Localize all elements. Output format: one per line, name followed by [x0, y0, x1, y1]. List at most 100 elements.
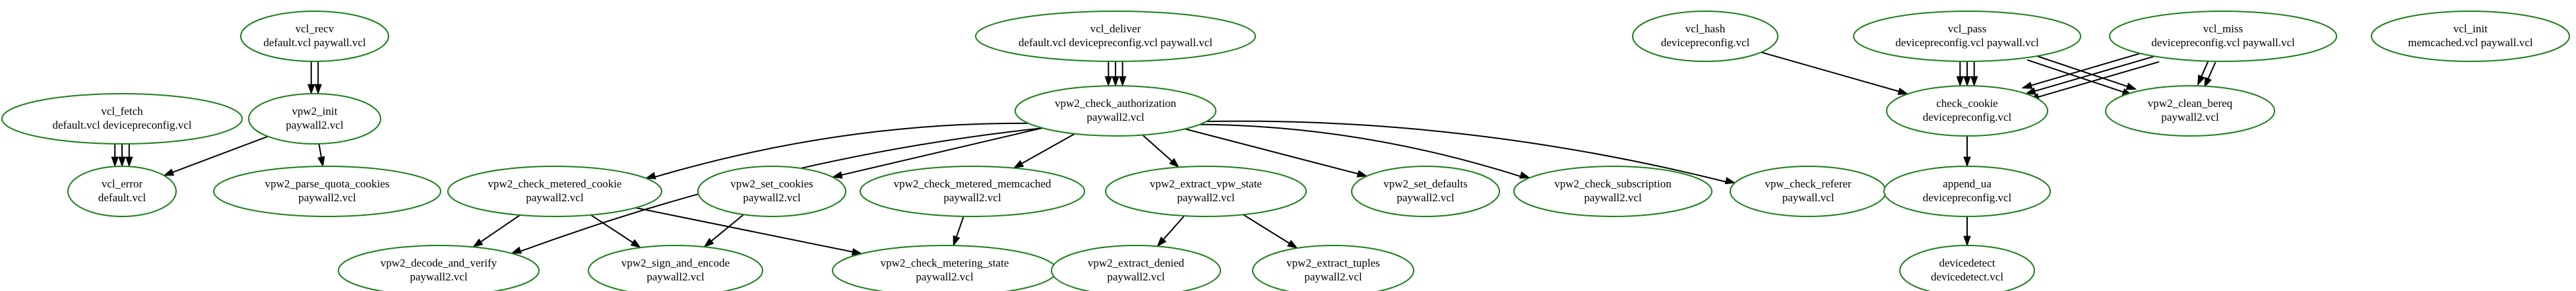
- node-function-name: check_cookie: [1936, 97, 1997, 110]
- node-source-files: paywall2.vcl: [1304, 271, 1362, 283]
- node-ellipse: [213, 166, 441, 217]
- node-ellipse: [1105, 166, 1307, 217]
- node-function-name: vpw2_set_defaults: [1383, 178, 1467, 190]
- node-function-name: vpw2_check_subscription: [1554, 178, 1672, 190]
- edge-vcl_hash-to-check_cookie: [1761, 51, 1899, 92]
- node-source-files: paywall.vcl: [1782, 191, 1835, 204]
- node-ellipse: [1513, 166, 1712, 217]
- node-function-name: vcl_hash: [1685, 22, 1726, 35]
- node-function-name: vcl_pass: [1948, 22, 1987, 35]
- edge-vpw2_init-to-vcl_error: [172, 135, 268, 174]
- node-source-files: default.vcl: [98, 191, 146, 204]
- node-ellipse: [2371, 11, 2570, 62]
- node-source-files: devicepreconfig.vcl paywall.vcl: [1895, 36, 2039, 49]
- arrowhead-vpw2_check_metered_cookie-to-vpw2_decode_and_verify: [472, 238, 484, 248]
- node-ellipse: [588, 245, 763, 291]
- arrowhead-check_cookie-to-append_ua: [1963, 156, 1971, 168]
- node-function-name: vpw2_sign_and_encode: [621, 257, 730, 269]
- arrowhead-vcl_recv-to-vpw2_init: [314, 84, 322, 95]
- node-function-name: vcl_error: [102, 178, 143, 190]
- node-ellipse: [860, 166, 1085, 217]
- arrowhead-vpw2_check_authorization-to-vpw2_check_subscription: [1519, 171, 1531, 179]
- arrowhead-vcl_deliver-to-vpw2_check_authorization: [1104, 76, 1113, 87]
- node-function-name: vcl_deliver: [1090, 22, 1141, 35]
- node-function-name: vpw2_check_metering_state: [881, 257, 1009, 269]
- edge-vpw2_init-to-vpw2_parse_quota_cookies: [318, 143, 323, 158]
- edge-layer: [111, 49, 2216, 256]
- node-ellipse: [1252, 245, 1414, 291]
- edge-vpw2_check_authorization-to-vpw2_check_subscription: [1199, 123, 1521, 178]
- arrowhead-vpw2_check_authorization-to-vpw2_check_metered_memcached: [1013, 160, 1024, 169]
- edge-vcl_miss-to-check_cookie: [2038, 61, 2160, 98]
- node-source-files: paywall2.vcl: [646, 271, 705, 283]
- node-function-name: vpw2_clean_bereq: [2148, 97, 2233, 110]
- node-ellipse: [447, 166, 662, 217]
- arrowhead-vcl_pass-to-vpw2_clean_bereq: [2125, 82, 2137, 90]
- node-source-files: devicepreconfig.vcl: [1923, 111, 2012, 123]
- edge-vpw2_check_metered_memcached-to-vpw2_check_metering_state: [955, 216, 964, 238]
- arrowhead-vpw2_check_metered_cookie-to-vpw2_sign_and_encode: [630, 239, 642, 249]
- node-source-files: paywall2.vcl: [2161, 111, 2219, 123]
- edge-vpw2_check_metered_cookie-to-vpw2_decode_and_verify: [480, 214, 520, 243]
- arrowhead-vcl_pass-to-check_cookie: [1963, 76, 1971, 87]
- arrowhead-vpw2_check_authorization-to-vpw2_extract_vpw_state: [1169, 158, 1180, 168]
- arrowhead-vcl_deliver-to-vpw2_check_authorization: [1118, 76, 1127, 87]
- edge-vpw2_check_authorization-to-vpw2_set_defaults: [1185, 128, 1358, 175]
- node-ellipse: [2109, 11, 2337, 62]
- node-ellipse: [67, 166, 177, 217]
- arrowhead-vpw2_check_authorization-to-vpw_check_referer: [1724, 177, 1736, 185]
- arrowhead-vpw2_check_metered_memcached-to-vpw2_check_metering_state: [953, 235, 960, 247]
- node-source-files: paywall2.vcl: [1086, 111, 1145, 123]
- edge-vpw2_check_metered_cookie-to-vpw2_check_metering_state: [635, 207, 853, 253]
- node-ellipse: [338, 245, 540, 291]
- arrowhead-vcl_fetch-to-vcl_error: [118, 156, 126, 168]
- edge-vcl_miss-to-vpw2_clean_bereq: [2207, 62, 2216, 79]
- arrowhead-vpw2_init-to-vpw2_parse_quota_cookies: [317, 156, 325, 168]
- node-source-files: default.vcl devicepreconfig.vcl paywall.…: [1019, 36, 1212, 49]
- arrowhead-vcl_hash-to-check_cookie: [1897, 87, 1909, 95]
- node-function-name: vpw2_check_metered_cookie: [488, 178, 622, 190]
- node-source-files: paywall2.vcl: [1107, 271, 1165, 283]
- node-function-name: vpw2_parse_quota_cookies: [265, 178, 390, 190]
- arrowhead-vcl_miss-to-vpw2_clean_bereq: [2197, 75, 2205, 86]
- node-ellipse: [1899, 245, 2035, 291]
- node-ellipse: [2105, 85, 2275, 137]
- arrowhead-vcl_fetch-to-vcl_error: [125, 156, 133, 168]
- edge-vpw2_check_authorization-to-vpw2_set_cookies: [841, 127, 1043, 176]
- edge-vcl_pass-to-vpw2_clean_bereq: [2032, 53, 2128, 87]
- node-ellipse: [240, 11, 389, 62]
- node-source-files: paywall2.vcl: [943, 191, 1001, 204]
- arrowhead-vcl_pass-to-check_cookie: [1970, 76, 1978, 87]
- arrowhead-vcl_miss-to-vpw2_clean_bereq: [2204, 77, 2212, 88]
- node-function-name: vcl_fetch: [101, 105, 143, 117]
- node-ellipse: [248, 93, 381, 145]
- node-ellipse: [975, 11, 1256, 62]
- node-function-name: vpw_check_referer: [1765, 178, 1852, 190]
- node-source-files: memcached.vcl paywall.vcl: [2408, 36, 2533, 49]
- arrowhead-vcl_miss-to-check_cookie: [2025, 87, 2036, 95]
- node-function-name: vpw2_init: [292, 105, 338, 117]
- node-source-files: paywall2.vcl: [1584, 191, 1642, 204]
- node-source-files: devicepreconfig.vcl: [1923, 191, 2012, 204]
- node-ellipse: [1632, 11, 1778, 62]
- node-source-files: paywall2.vcl: [1397, 191, 1455, 204]
- node-ellipse: [1351, 166, 1500, 217]
- node-function-name: vpw2_check_metered_memcached: [894, 178, 1052, 190]
- arrowhead-vcl_miss-to-check_cookie: [2021, 81, 2033, 89]
